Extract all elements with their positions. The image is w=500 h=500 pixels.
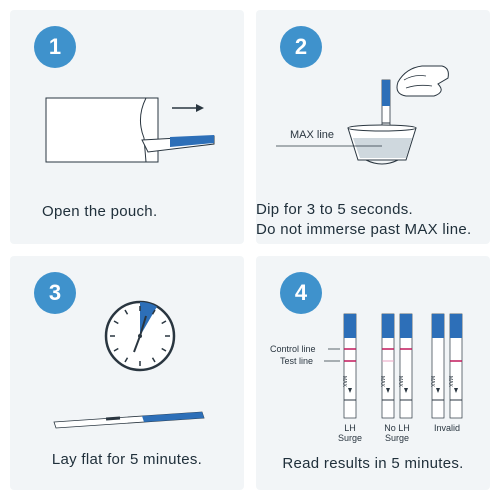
- result-label-lh: LH: [344, 423, 356, 433]
- step-2-badge: 2: [280, 26, 322, 68]
- result-strip-lh-surge: MAX: [341, 313, 357, 419]
- arrow-right-icon: [196, 104, 204, 112]
- max-label: MAX: [429, 376, 435, 388]
- results-illustration: Control line Test line MAX MAX: [270, 313, 463, 443]
- max-line-label: MAX line: [290, 129, 334, 141]
- result-label-no-lh: No LH: [384, 423, 410, 433]
- result-label-no-surge: Surge: [385, 433, 409, 443]
- step-2-caption-line-2: Do not immerse past MAX line.: [256, 221, 472, 238]
- step-3-caption: Lay flat for 5 minutes.: [51, 451, 203, 468]
- dip-strip-illustration: MAX line: [276, 65, 449, 165]
- clock-elapsed-wedge: [140, 302, 157, 336]
- max-label: MAX: [379, 376, 385, 388]
- max-label: MAX: [341, 376, 347, 388]
- max-label: MAX: [397, 376, 403, 388]
- step-4-caption: Read results in 5 minutes.: [282, 455, 464, 472]
- step-3-panel: 3 Lay flat for 5 minutes.: [10, 256, 244, 490]
- hand: [396, 65, 449, 97]
- result-strip-no-surge-a: MAX: [379, 313, 395, 419]
- urine-liquid: [353, 138, 412, 158]
- step-1-caption: Open the pouch.: [42, 203, 158, 220]
- test-line-label: Test line: [280, 356, 313, 366]
- result-label-invalid: Invalid: [434, 423, 460, 433]
- flat-test-strip-blue: [142, 412, 204, 422]
- test-strip-blue: [382, 80, 390, 106]
- result-strip-invalid-b: MAX: [447, 313, 463, 419]
- step-4-badge: 4: [280, 272, 322, 314]
- control-line-label: Control line: [270, 344, 316, 354]
- open-pouch-illustration: [45, 97, 215, 163]
- result-strip-invalid-a: MAX: [429, 313, 445, 419]
- max-label: MAX: [447, 376, 453, 388]
- step-1-badge: 1: [34, 26, 76, 68]
- step-1-panel: 1 Open the pouch.: [10, 10, 244, 244]
- timer-illustration: [53, 300, 205, 429]
- step-2-caption-line-1: Dip for 3 to 5 seconds.: [256, 201, 413, 218]
- result-strip-no-surge-b: MAX: [397, 313, 413, 419]
- result-label-surge: Surge: [338, 433, 362, 443]
- step-4-panel: 4 Control line Test line MAX MAX: [256, 256, 490, 490]
- pouch: [45, 97, 159, 163]
- pouch-flap: [140, 97, 147, 163]
- test-strip-blue: [170, 135, 214, 147]
- step-2-panel: 2 MAX line Dip for 3 to 5 seconds. Do no…: [256, 10, 490, 244]
- step-3-badge: 3: [34, 272, 76, 314]
- clock-hand: [139, 315, 147, 337]
- step-2-caption: Dip for 3 to 5 seconds. Do not immerse p…: [256, 200, 490, 240]
